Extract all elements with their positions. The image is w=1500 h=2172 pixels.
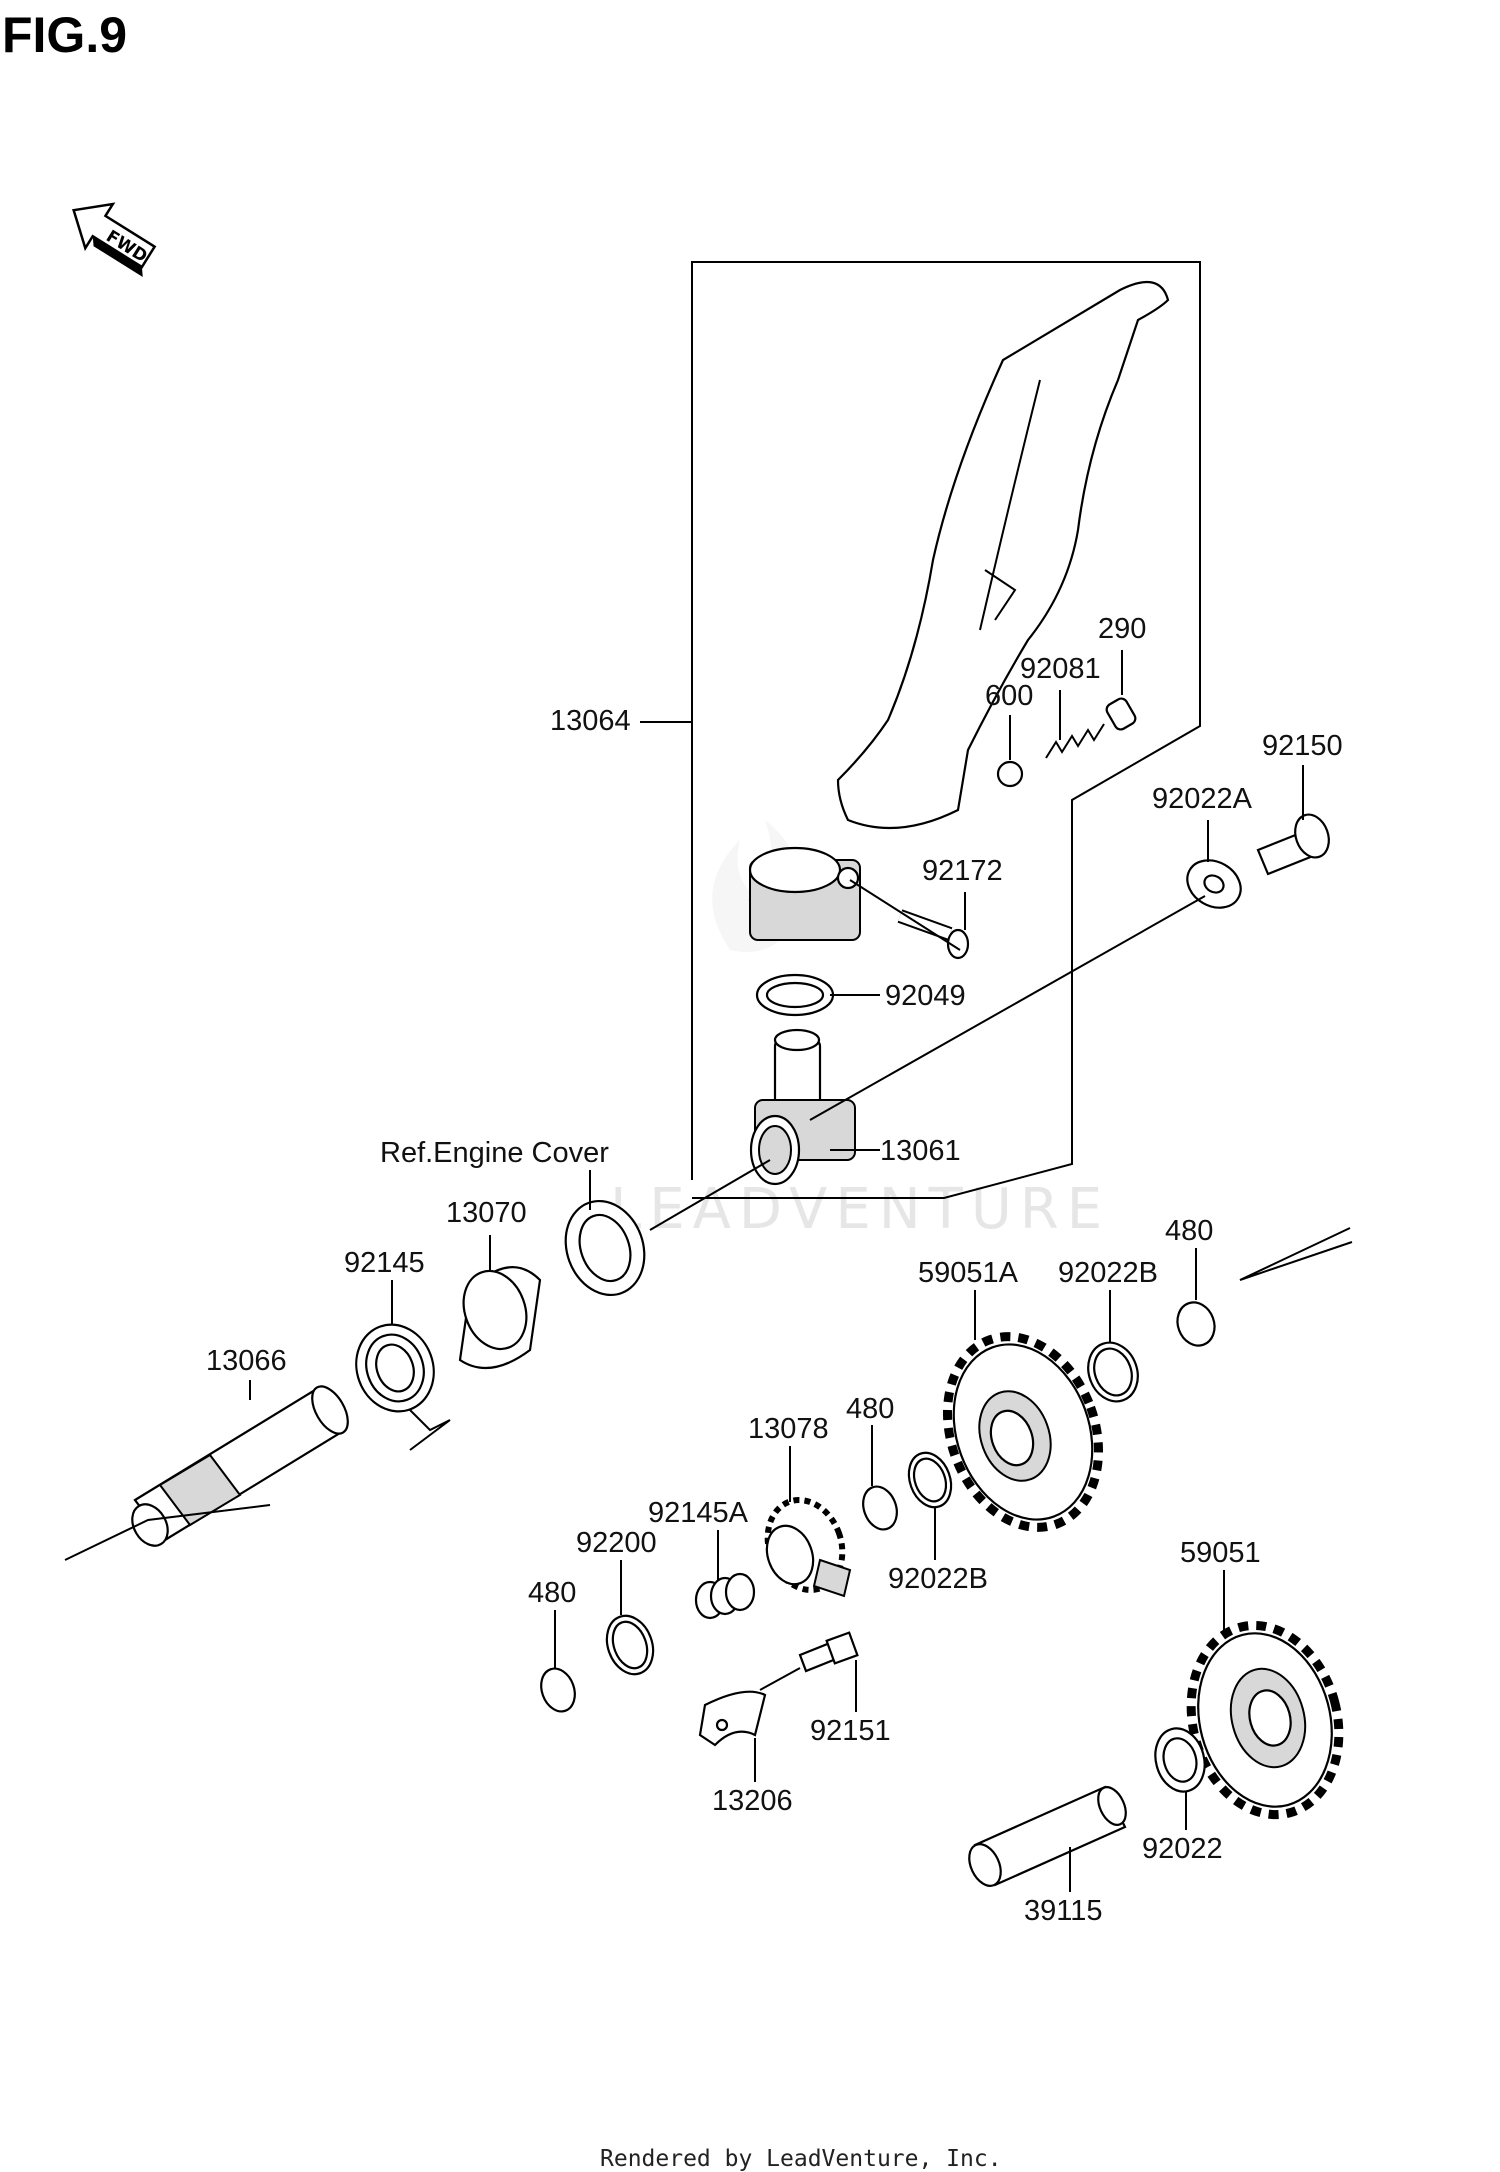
bolt-92172 [849,879,970,960]
part-label-13061: 13061 [880,1135,961,1167]
circlip-480-mid [862,1485,898,1531]
part-label-13206: 13206 [712,1785,793,1817]
part-label-480-left: 480 [528,1577,576,1609]
gear-59051 [1186,1620,1344,1820]
bolt-92151 [759,1631,859,1691]
part-label-59051A: 59051A [918,1257,1019,1289]
ref-engine-cover-label: Ref.Engine Cover [380,1137,609,1169]
part-label-13064: 13064 [550,705,631,737]
part-label-92049: 92049 [885,980,966,1012]
kick-pedal-group-bracket [640,261,1201,1199]
spring-92145A [694,1572,756,1620]
washer-92022 [1154,1727,1206,1793]
circlip-480-top [1176,1301,1216,1347]
part-label-600: 600 [985,680,1033,712]
part-label-480-mid: 480 [846,1393,894,1425]
plug-290 [1105,697,1137,731]
washer-92022A [1186,859,1242,909]
part-label-59051: 59051 [1180,1537,1261,1569]
part-label-92022B-top: 92022B [1058,1257,1158,1289]
fwd-arrow-icon: FWD [72,202,157,277]
collar-13070 [458,1266,542,1370]
part-label-92145: 92145 [344,1247,425,1279]
ratchet-13078 [764,1497,852,1598]
washer-92022B-top [1087,1341,1139,1403]
kick-shaft-13061 [749,1028,856,1186]
part-label-92150: 92150 [1262,730,1343,762]
shaft-39115 [968,1785,1127,1887]
circlip-480-left [540,1667,576,1713]
washer-92022B-mid [907,1451,953,1509]
part-label-92022B-mid: 92022B [888,1563,988,1595]
kick-lever-13064 [748,280,1170,941]
part-label-13070: 13070 [446,1197,527,1229]
oil-seal-92049 [755,973,835,1017]
detent-ball-600 [996,760,1024,788]
part-label-13078: 13078 [748,1413,829,1445]
washer-92200 [605,1614,655,1676]
part-label-39115: 39115 [1024,1895,1103,1927]
torsion-spring-92145 [355,1323,451,1451]
part-label-92022: 92022 [1142,1833,1223,1865]
watermark-text: LEADVENTURE [610,1177,1110,1242]
leader-lines [249,650,1304,1892]
bolt-92150 [1256,813,1330,876]
spring-92081 [1045,723,1105,759]
part-label-290: 290 [1098,613,1146,645]
part-label-92022A: 92022A [1152,783,1253,815]
kick-shaft-13066 [64,1385,349,1561]
guide-13206 [698,1690,767,1747]
gear-59051A [942,1332,1104,1532]
part-label-92172: 92172 [922,855,1003,887]
figure-title: FIG.9 [2,7,128,63]
engine-cover-seal [564,1199,646,1297]
part-label-92145A: 92145A [648,1497,749,1529]
part-label-13066: 13066 [206,1345,287,1377]
part-label-92081: 92081 [1020,653,1101,685]
footer-credit: Rendered by LeadVenture, Inc. [600,2146,1002,2172]
part-label-92200: 92200 [576,1527,657,1559]
part-labels: 13064 290 92081 600 92150 92022A 92172 9… [206,613,1343,1927]
part-label-480-top: 480 [1165,1215,1213,1247]
part-label-92151: 92151 [810,1715,891,1747]
